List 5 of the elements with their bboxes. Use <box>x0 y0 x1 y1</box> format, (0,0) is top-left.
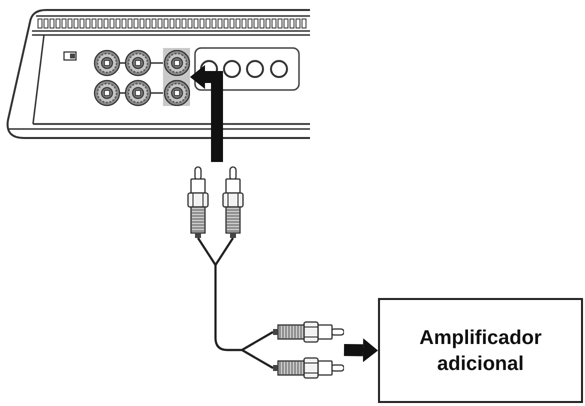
amplifier-label: Amplificador adicional <box>418 326 543 376</box>
amplifier-box <box>378 298 583 403</box>
arrow <box>190 65 223 162</box>
jack-highlight <box>163 48 190 106</box>
arrow <box>344 338 378 362</box>
